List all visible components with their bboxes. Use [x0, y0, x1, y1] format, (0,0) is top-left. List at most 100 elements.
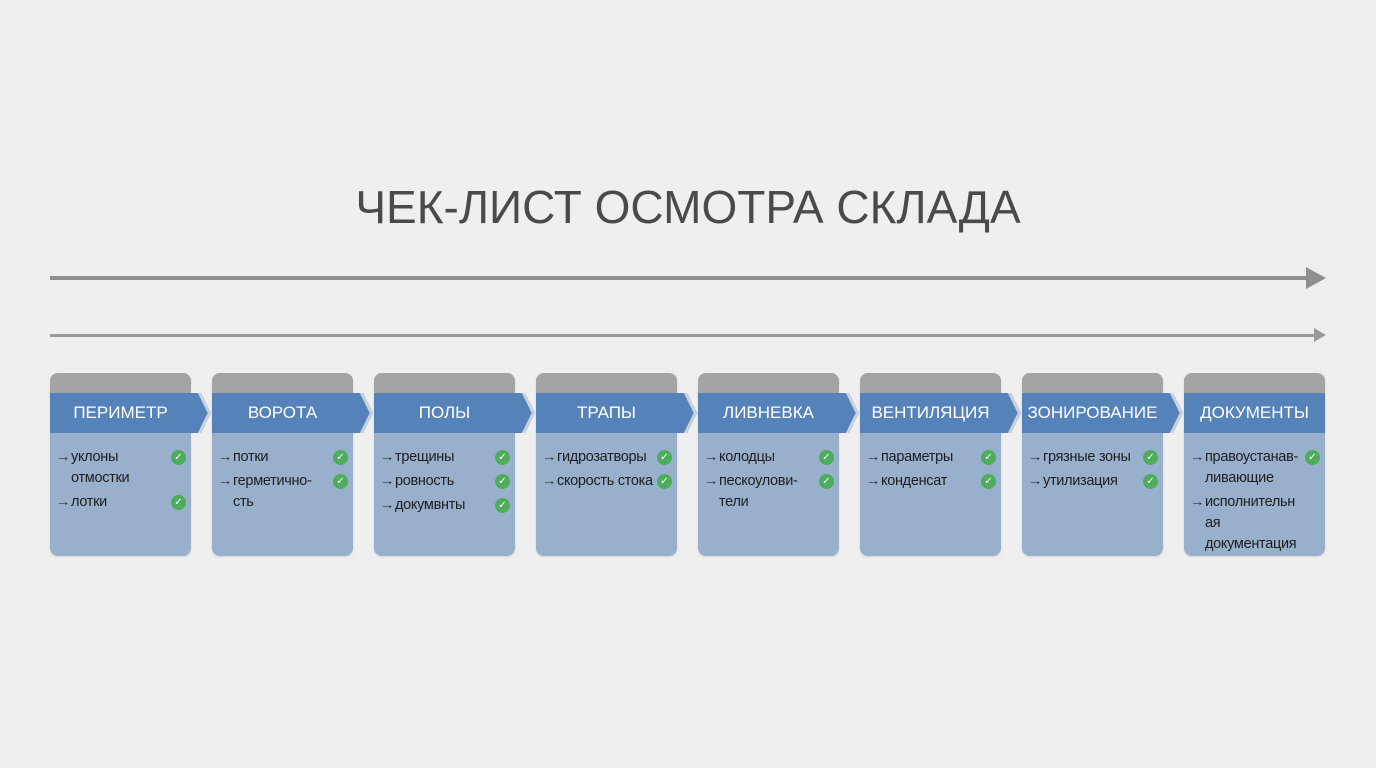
- check-icon: ✓: [171, 450, 186, 465]
- arrow-right-icon: →: [380, 497, 395, 513]
- checklist-item: →потки ✓: [218, 447, 348, 468]
- arrow-right-icon: →: [704, 449, 719, 465]
- item-text: герметично-сть: [233, 473, 312, 510]
- arrow-head-icon: [1306, 267, 1326, 289]
- checklist-item: →трещины ✓: [380, 447, 510, 468]
- check-icon: ✓: [819, 474, 834, 489]
- card-tab: [698, 373, 839, 395]
- timeline-arrow-secondary: [50, 328, 1326, 342]
- check-icon: ✓: [333, 474, 348, 489]
- check-icon: ✓: [657, 474, 672, 489]
- checklist-item: →ровность ✓: [380, 471, 510, 492]
- arrow-right-icon: →: [380, 473, 395, 489]
- chevron-right-icon: [675, 393, 697, 433]
- check-icon: ✓: [657, 450, 672, 465]
- card-tab: [50, 373, 191, 395]
- item-text: ровность: [395, 473, 454, 489]
- item-text: лотки: [71, 494, 107, 510]
- checklist-item: →лотки ✓: [56, 492, 186, 513]
- step-card: ЛИВНЕВКА→колодцы✓→пескоулови-тели✓: [698, 373, 859, 556]
- checklist-item: →колодцы✓: [704, 447, 834, 468]
- step-header: ВЕНТИЛЯЦИЯ: [860, 393, 1001, 433]
- chevron-right-icon: [513, 393, 535, 433]
- step-items: →грязные зоны ✓→утилизация ✓: [1028, 447, 1158, 495]
- arrow-right-icon: →: [866, 473, 881, 489]
- checklist-item: →грязные зоны ✓: [1028, 447, 1158, 468]
- checklist-item: →параметры ✓: [866, 447, 996, 468]
- step-header: ВОРОТА: [212, 393, 353, 433]
- check-icon: ✓: [333, 450, 348, 465]
- item-text: потки: [233, 449, 269, 465]
- card-tab: [536, 373, 677, 395]
- check-icon: ✓: [1305, 450, 1320, 465]
- checklist-item: →правоустанав-ливающие ✓: [1190, 447, 1320, 489]
- item-text: параметры: [881, 449, 954, 465]
- arrow-right-icon: →: [218, 449, 233, 465]
- check-icon: ✓: [1143, 474, 1158, 489]
- item-text: гидрозатворы: [557, 449, 647, 465]
- item-text: правоустанав-ливающие: [1205, 449, 1299, 486]
- item-text: утилизация: [1043, 473, 1118, 489]
- checklist-item: →скорость стока ✓: [542, 471, 672, 492]
- step-items: →правоустанав-ливающие✓→исполнительная д…: [1190, 447, 1320, 558]
- card-tab: [374, 373, 515, 395]
- card-tab: [860, 373, 1001, 395]
- step-items: →уклоны отмостки✓→лотки✓: [56, 447, 186, 516]
- item-text: пескоулови-тели: [719, 473, 798, 510]
- step-header: ПЕРИМЕТР: [50, 393, 191, 433]
- item-text: трещины: [395, 449, 455, 465]
- chevron-right-icon: [189, 393, 211, 433]
- arrow-right-icon: →: [1028, 449, 1043, 465]
- step-card: ТРАПЫ→гидрозатворы✓→скорость стока✓: [536, 373, 697, 556]
- step-card: ПЕРИМЕТР→уклоны отмостки✓→лотки✓: [50, 373, 211, 556]
- arrow-right-icon: →: [542, 473, 557, 489]
- checklist-item: →исполнительная документация: [1190, 492, 1320, 555]
- check-icon: ✓: [495, 450, 510, 465]
- chevron-right-icon: [837, 393, 859, 433]
- card-tab: [1022, 373, 1163, 395]
- arrow-right-icon: →: [1190, 494, 1205, 510]
- card-tab: [1184, 373, 1325, 395]
- check-icon: ✓: [495, 498, 510, 513]
- checklist-item: →пескоулови-тели ✓: [704, 471, 834, 513]
- arrow-right-icon: →: [542, 449, 557, 465]
- step-items: →потки ✓→герметично-сть ✓: [218, 447, 348, 516]
- page-title: ЧЕК-ЛИСТ ОСМОТРА СКЛАДА: [355, 181, 1021, 233]
- step-header: ЛИВНЕВКА: [698, 393, 839, 433]
- chevron-right-icon: [351, 393, 373, 433]
- item-text: скорость стока: [557, 473, 653, 489]
- step-items: →параметры ✓ →конденсат✓: [866, 447, 996, 495]
- item-text: колодцы: [719, 449, 775, 465]
- arrow-right-icon: →: [704, 473, 719, 489]
- checklist-item: →гидрозатворы ✓: [542, 447, 672, 468]
- checklist-item: →конденсат✓: [866, 471, 996, 492]
- check-icon: ✓: [981, 450, 996, 465]
- chevron-right-icon: [1161, 393, 1183, 433]
- check-icon: ✓: [1143, 450, 1158, 465]
- step-header: ДОКУМЕНТЫ: [1184, 393, 1325, 433]
- item-text: грязные зоны: [1043, 449, 1131, 465]
- checklist-item: →утилизация✓: [1028, 471, 1158, 492]
- chevron-right-icon: [999, 393, 1021, 433]
- check-icon: ✓: [495, 474, 510, 489]
- step-header: ЗОНИРОВАНИЕ: [1022, 393, 1163, 433]
- timeline-arrow: [50, 267, 1326, 289]
- step-card: ПОЛЫ→трещины✓→ровность✓→докумвнты✓: [374, 373, 535, 556]
- arrow-right-icon: →: [866, 449, 881, 465]
- card-tab: [212, 373, 353, 395]
- item-text: конденсат: [881, 473, 948, 489]
- arrow-right-icon: →: [56, 494, 71, 510]
- step-items: →трещины✓→ровность✓→докумвнты✓: [380, 447, 510, 519]
- check-icon: ✓: [171, 495, 186, 510]
- checklist-item: →герметично-сть✓: [218, 471, 348, 513]
- arrow-right-icon: →: [56, 449, 71, 465]
- step-card: ВЕНТИЛЯЦИЯ →параметры ✓ →конденсат✓: [860, 373, 1021, 556]
- arrow-head-icon: [1314, 328, 1326, 342]
- arrow-right-icon: →: [1190, 449, 1205, 465]
- arrow-right-icon: →: [380, 449, 395, 465]
- step-card: ДОКУМЕНТЫ→правоустанав-ливающие✓→исполни…: [1184, 373, 1325, 556]
- checklist-item: →докумвнты✓: [380, 495, 510, 516]
- checklist-item: →уклоны отмостки ✓: [56, 447, 186, 489]
- item-text: исполнительная документация: [1205, 494, 1297, 552]
- item-text: уклоны отмостки: [71, 449, 130, 486]
